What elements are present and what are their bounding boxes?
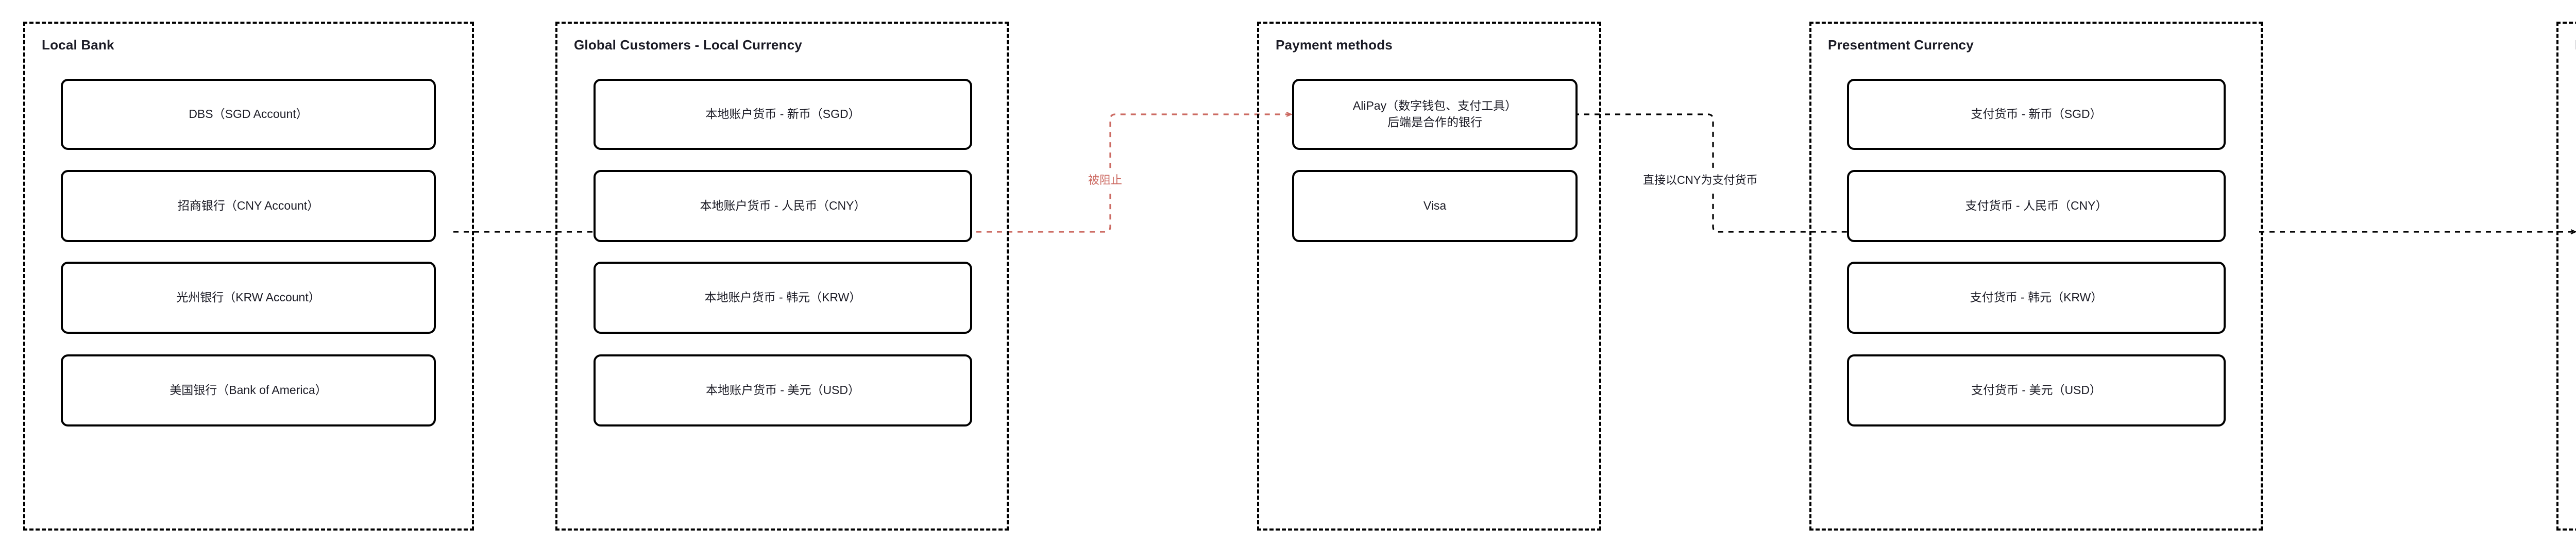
node-kjb[interactable]: 光州银行（KRW Account） — [61, 262, 436, 334]
group-title-product-price: Produt Price — [2575, 37, 2576, 53]
node-label: 光州银行（KRW Account） — [176, 291, 320, 304]
node-label: 支付货币 - 人民币（CNY） — [1965, 199, 2108, 213]
node-label: 本地账户货币 - 美元（USD） — [706, 383, 860, 397]
edge-lccny-to-alipay-blocked — [976, 114, 1291, 233]
node-cmb[interactable]: 招商银行（CNY Account） — [61, 170, 436, 242]
group-title-payment-methods: Payment methods — [1276, 37, 1393, 53]
node-label: AliPay（数字钱包、支付工具） — [1352, 99, 1517, 113]
node-dbs[interactable]: DBS（SGD Account） — [61, 79, 436, 150]
node-presentment-sgd[interactable]: 支付货币 - 新币（SGD） — [1847, 79, 2226, 150]
node-presentment-cny[interactable]: 支付货币 - 人民币（CNY） — [1847, 170, 2226, 242]
group-payment-methods: Payment methods — [1257, 22, 1601, 531]
node-local-currency-krw[interactable]: 本地账户货币 - 韩元（KRW） — [594, 262, 972, 334]
group-title-global-customers: Global Customers - Local Currency — [574, 37, 802, 53]
node-local-currency-cny[interactable]: 本地账户货币 - 人民币（CNY） — [594, 170, 972, 242]
node-label: 美国银行（Bank of America） — [170, 383, 327, 397]
node-local-currency-usd[interactable]: 本地账户货币 - 美元（USD） — [594, 354, 972, 426]
node-presentment-krw[interactable]: 支付货币 - 韩元（KRW） — [1847, 262, 2226, 334]
group-title-local-bank: Local Bank — [42, 37, 114, 53]
node-label: 支付货币 - 新币（SGD） — [1971, 107, 2102, 121]
node-sublabel: 后端是合作的银行 — [1387, 115, 1482, 129]
node-local-currency-sgd[interactable]: 本地账户货币 - 新币（SGD） — [594, 79, 972, 150]
node-label: 本地账户货币 - 新币（SGD） — [705, 107, 860, 121]
node-alipay[interactable]: AliPay（数字钱包、支付工具） 后端是合作的银行 — [1292, 79, 1578, 150]
node-label: 本地账户货币 - 人民币（CNY） — [700, 199, 866, 213]
node-boa[interactable]: 美国银行（Bank of America） — [61, 354, 436, 426]
node-presentment-usd[interactable]: 支付货币 - 美元（USD） — [1847, 354, 2226, 426]
group-presentment-currency: Presentment Currency — [1809, 22, 2263, 531]
node-label: 支付货币 - 美元（USD） — [1971, 383, 2102, 397]
node-label: 支付货币 - 韩元（KRW） — [1970, 291, 2103, 304]
node-label: 本地账户货币 - 韩元（KRW） — [704, 291, 861, 304]
node-label: Visa — [1423, 199, 1447, 213]
node-label: DBS（SGD Account） — [189, 107, 308, 121]
edge-label-direct-cny: 直接以CNY为支付货币 — [1641, 170, 1760, 189]
node-label: 招商银行（CNY Account） — [177, 199, 319, 213]
node-visa[interactable]: Visa — [1292, 170, 1578, 242]
group-title-presentment-currency: Presentment Currency — [1828, 37, 1974, 53]
edge-label-blocked: 被阻止 — [1086, 170, 1125, 189]
group-local-bank: Local Bank — [23, 22, 474, 531]
group-product-price: Produt Price — [2556, 22, 2576, 531]
group-global-customers: Global Customers - Local Currency — [555, 22, 1009, 531]
